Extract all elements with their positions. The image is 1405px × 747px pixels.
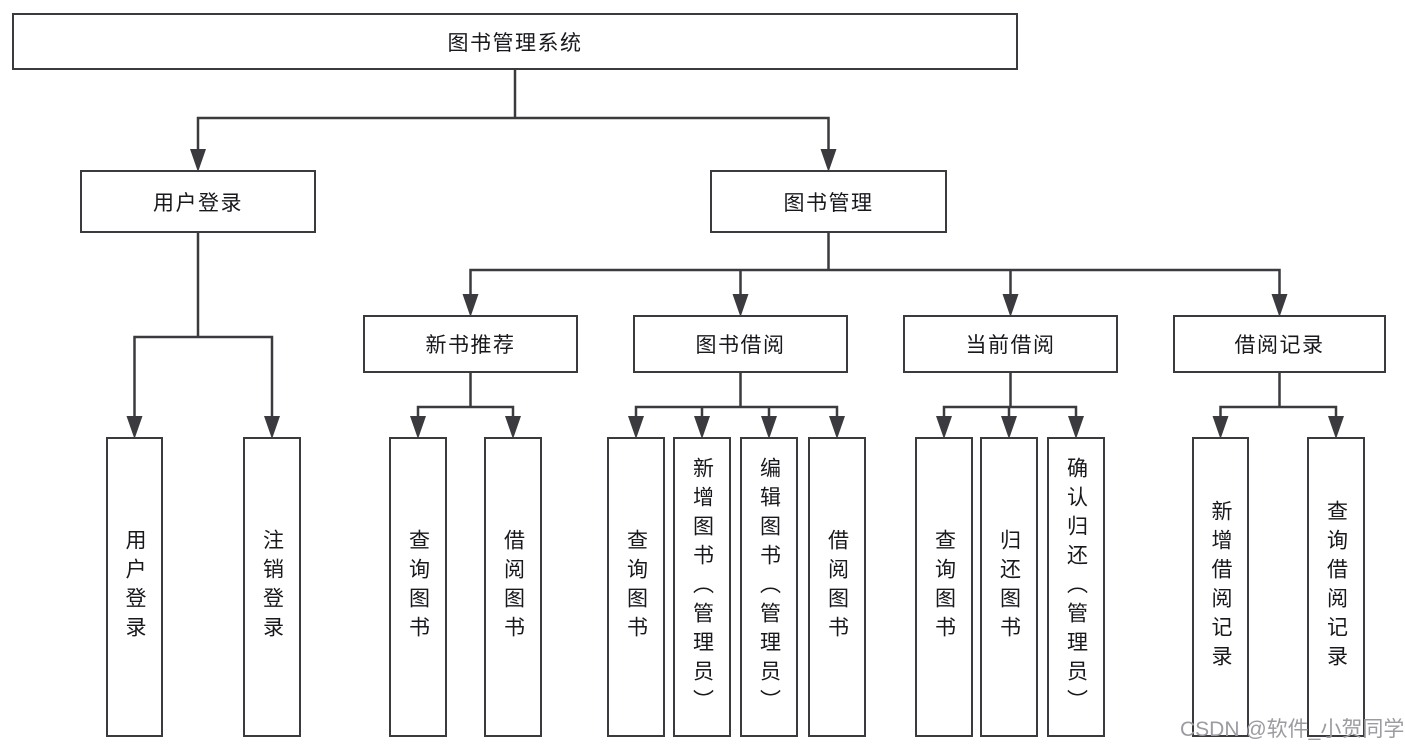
arrow-down-icon bbox=[505, 416, 521, 439]
arrow-down-icon bbox=[1001, 416, 1017, 439]
leaf-query-books-current: 查询图书 bbox=[915, 437, 973, 737]
node-book-management-label: 图书管理 bbox=[783, 191, 874, 215]
arrow-down-icon bbox=[628, 416, 644, 439]
arrow-down-icon bbox=[732, 294, 749, 317]
arrow-down-icon bbox=[1212, 416, 1229, 439]
leaf-query-borrow-record: 查询借阅记录 bbox=[1307, 437, 1365, 737]
arrow-down-icon bbox=[694, 416, 710, 439]
node-book-management: 图书管理 bbox=[710, 170, 947, 233]
arrowhead-icons bbox=[126, 149, 1344, 439]
leaf-query-books-recommend-label: 查询图书 bbox=[406, 529, 430, 645]
node-library-system: 图书管理系统 bbox=[12, 13, 1018, 70]
arrow-down-icon bbox=[1328, 416, 1344, 439]
node-borrow-records-label: 借阅记录 bbox=[1234, 334, 1325, 357]
leaf-query-borrow-record-label: 查询借阅记录 bbox=[1324, 500, 1348, 674]
node-current-borrow-label: 当前借阅 bbox=[965, 334, 1056, 357]
node-book-borrow: 图书借阅 bbox=[633, 315, 848, 373]
leaf-logout: 注销登录 bbox=[243, 437, 301, 737]
arrow-down-icon bbox=[820, 149, 837, 172]
node-library-system-label: 图书管理系统 bbox=[447, 31, 583, 55]
leaf-borrow-books-recommend-label: 借阅图书 bbox=[501, 529, 525, 645]
leaf-edit-book-admin: 编辑图书（管理员） bbox=[740, 437, 798, 737]
arrow-down-icon bbox=[264, 416, 280, 439]
arrow-down-icon bbox=[462, 294, 479, 317]
leaf-add-borrow-record-label: 新增借阅记录 bbox=[1209, 500, 1232, 674]
leaf-query-books-borrow: 查询图书 bbox=[607, 437, 665, 737]
node-book-borrow-label: 图书借阅 bbox=[695, 334, 786, 357]
leaf-logout-label: 注销登录 bbox=[260, 529, 284, 645]
node-current-borrow: 当前借阅 bbox=[903, 315, 1118, 373]
leaf-query-books-borrow-label: 查询图书 bbox=[624, 529, 648, 645]
leaf-confirm-return-admin: 确认归还（管理员） bbox=[1047, 437, 1105, 737]
leaf-edit-book-admin-label: 编辑图书（管理员） bbox=[757, 456, 781, 718]
arrow-down-icon bbox=[829, 416, 845, 439]
leaf-add-book-admin-label: 新增图书（管理员） bbox=[690, 456, 714, 718]
leaf-user-login: 用户登录 bbox=[106, 437, 163, 737]
leaf-confirm-return-admin-label: 确认归还（管理员） bbox=[1064, 456, 1088, 718]
arrow-down-icon bbox=[190, 149, 206, 172]
node-user-login-label: 用户登录 bbox=[153, 191, 243, 215]
arrow-down-icon bbox=[126, 416, 143, 439]
leaf-return-book: 归还图书 bbox=[980, 437, 1038, 737]
node-borrow-records: 借阅记录 bbox=[1173, 315, 1386, 373]
leaf-borrow-books-recommend: 借阅图书 bbox=[484, 437, 542, 737]
node-user-login: 用户登录 bbox=[80, 170, 316, 233]
leaf-add-borrow-record: 新增借阅记录 bbox=[1192, 437, 1249, 737]
leaf-user-login-label: 用户登录 bbox=[123, 529, 146, 645]
leaf-borrow-books: 借阅图书 bbox=[808, 437, 866, 737]
node-new-book-recommend: 新书推荐 bbox=[363, 315, 578, 373]
leaf-add-book-admin: 新增图书（管理员） bbox=[673, 437, 731, 737]
arrow-down-icon bbox=[936, 416, 952, 439]
csdn-watermark: CSDN @软件_小贺同学 bbox=[1180, 718, 1405, 741]
arrow-down-icon bbox=[410, 416, 426, 439]
arrow-down-icon bbox=[1002, 294, 1019, 317]
leaf-query-books-current-label: 查询图书 bbox=[932, 529, 956, 645]
leaf-return-book-label: 归还图书 bbox=[997, 529, 1021, 645]
arrow-down-icon bbox=[1271, 294, 1288, 317]
arrow-down-icon bbox=[761, 416, 777, 439]
arrow-down-icon bbox=[1068, 416, 1084, 439]
node-new-book-recommend-label: 新书推荐 bbox=[425, 334, 516, 357]
leaf-borrow-books-label: 借阅图书 bbox=[825, 529, 849, 645]
leaf-query-books-recommend: 查询图书 bbox=[389, 437, 447, 737]
